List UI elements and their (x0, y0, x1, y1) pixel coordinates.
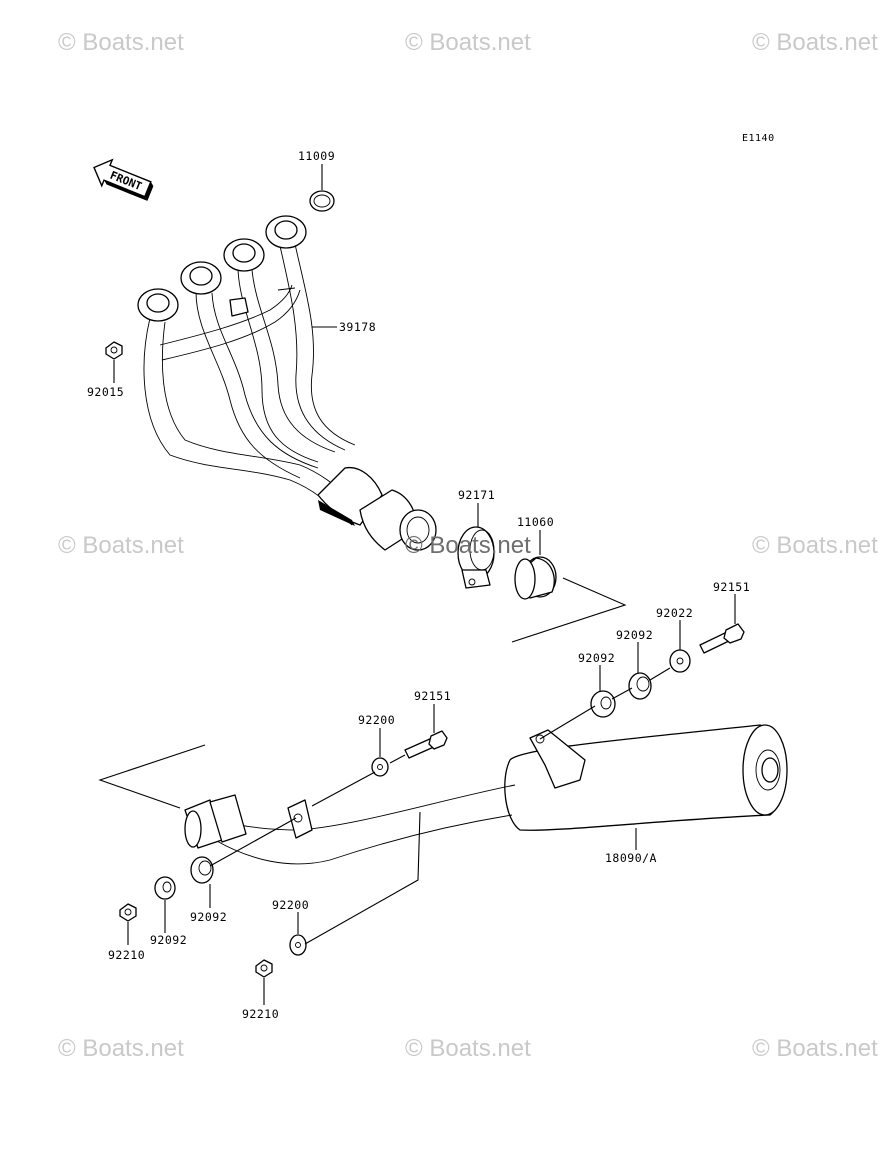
grommet-92092-left-upper (190, 856, 214, 884)
label-92092-left-upper: 92092 (190, 910, 227, 924)
label-92200-top: 92200 (358, 713, 395, 727)
part-labels: 11009 39178 92015 92171 11060 92151 9202… (87, 149, 750, 1021)
watermark-mid-right: © Boats.net (752, 532, 878, 559)
washer-92200-bottom (289, 934, 307, 956)
watermark-top-left: © Boats.net (58, 29, 184, 56)
label-92210-bottom: 92210 (242, 1007, 279, 1021)
gasket-11060 (514, 556, 557, 600)
label-11060: 11060 (517, 515, 554, 529)
nut-92015 (105, 341, 123, 360)
bolt-92151-mid (404, 730, 448, 759)
watermark-top-center: © Boats.net (405, 29, 531, 56)
label-92171: 92171 (458, 488, 495, 502)
watermark-mid-left: © Boats.net (58, 532, 184, 559)
front-arrow-icon: FRONT (93, 158, 154, 201)
clamp-92171 (457, 526, 495, 589)
label-92200-bottom: 92200 (272, 898, 309, 912)
leader-lines (113, 164, 736, 1005)
diagram-code: E1140 (742, 133, 775, 144)
muffler-18090-a (184, 724, 788, 865)
gasket-11009 (309, 190, 335, 212)
label-39178: 39178 (339, 320, 376, 334)
bolt-92151-top (699, 623, 745, 654)
label-92210-left: 92210 (108, 948, 145, 962)
watermark-top-right: © Boats.net (752, 29, 878, 56)
label-92092-lower: 92092 (578, 651, 615, 665)
label-11009: 11009 (298, 149, 335, 163)
grommet-92092-left-lower (154, 876, 176, 900)
grommet-92092-lower (590, 690, 616, 718)
label-92092-left-lower: 92092 (150, 933, 187, 947)
watermarks: © Boats.net © Boats.net © Boats.net © Bo… (58, 29, 878, 1062)
washer-92022 (669, 649, 691, 673)
label-92022: 92022 (656, 606, 693, 620)
nut-92210-left (119, 903, 137, 922)
label-18090-a: 18090/A (605, 851, 657, 865)
nut-92210-bottom (255, 959, 273, 978)
label-92015: 92015 (87, 385, 124, 399)
label-92092-upper: 92092 (616, 628, 653, 642)
exhaust-header-drawing (137, 215, 437, 551)
grommet-92092-upper (628, 672, 652, 700)
watermark-bottom-right: © Boats.net (752, 1035, 878, 1062)
washer-92200-top (371, 757, 389, 777)
label-92151-mid: 92151 (414, 689, 451, 703)
label-92151-top: 92151 (713, 580, 750, 594)
watermark-bottom-center: © Boats.net (405, 1035, 531, 1062)
watermark-center: © Boats.net (405, 532, 531, 559)
watermark-bottom-left: © Boats.net (58, 1035, 184, 1062)
